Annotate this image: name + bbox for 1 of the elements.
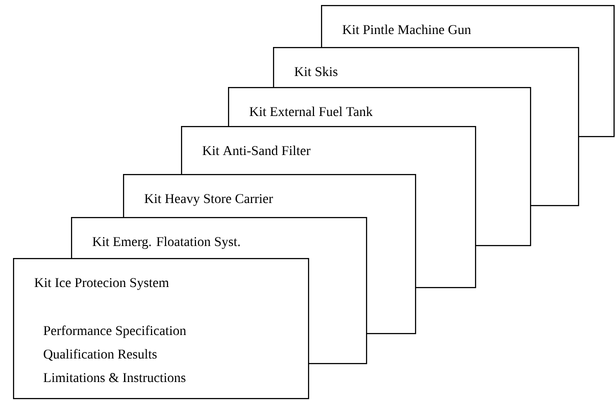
kit-box: Kit Ice Protecion System Performance Specification Qualification Results Limitations & Instructions: [13, 258, 310, 400]
